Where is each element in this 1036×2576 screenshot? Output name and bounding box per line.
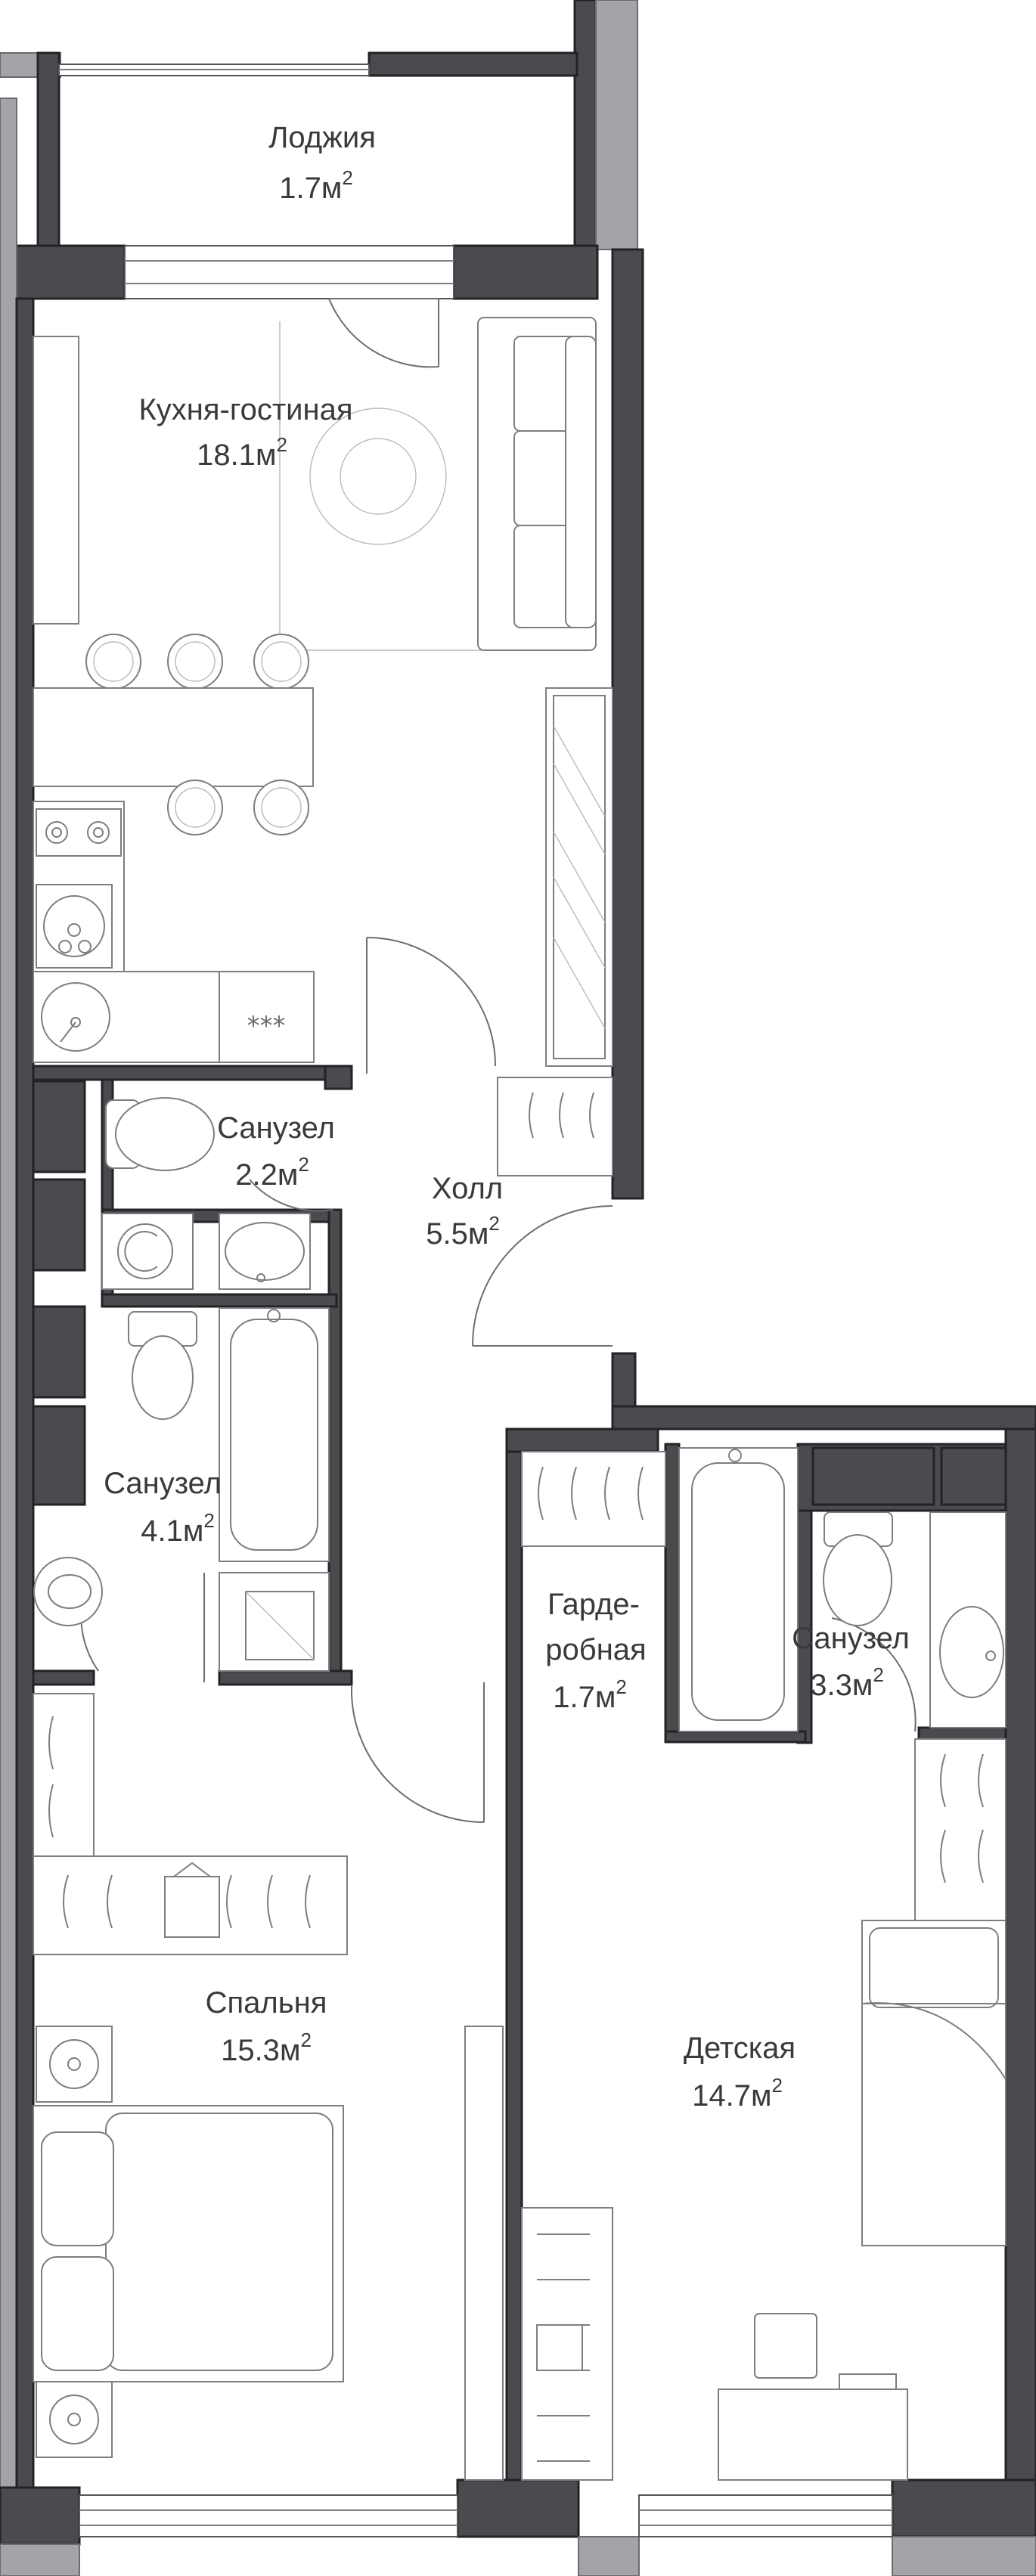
sink-icon <box>219 1213 311 1290</box>
doors <box>80 298 917 1823</box>
bathtub-icon <box>219 1307 330 1562</box>
bedroom-furniture <box>33 1693 348 2458</box>
chair-icon <box>167 780 309 835</box>
hall-label: Холл <box>432 1172 503 1205</box>
kids-label: Детская <box>684 2032 796 2065</box>
kids-area: 14.7м2 <box>692 2074 783 2113</box>
dining-table-icon <box>33 687 314 787</box>
wc-small-area: 2.2м2 <box>235 1153 309 1192</box>
nightstand-icon <box>36 2381 113 2458</box>
svg-text:***: *** <box>247 1011 286 1041</box>
loggia-area: 1.7м2 <box>279 166 353 205</box>
bathtub-icon <box>678 1447 799 1732</box>
wardrobe-area: 1.7м2 <box>553 1675 627 1714</box>
kitchen-living-area: 18.1м2 <box>197 433 287 472</box>
wardrobe-furniture <box>521 1451 666 1547</box>
hall-area: 5.5м2 <box>426 1212 500 1251</box>
wc-small-label: Санузел <box>217 1111 335 1145</box>
wardrobe-label-line2: робная <box>545 1633 646 1666</box>
chair-icon <box>754 2313 817 2379</box>
bath-kids-area: 3.3м2 <box>810 1663 884 1702</box>
wardrobe-label-line1: Гарде- <box>547 1588 640 1621</box>
kids-furniture <box>464 1738 1007 2481</box>
loggia-room: Лоджия 1.7м2 <box>268 121 376 205</box>
bath-kids-furniture <box>678 1446 1007 1732</box>
bath-main-label: Санузел <box>104 1467 222 1500</box>
wc-small-furniture <box>101 1097 311 1290</box>
bath-kids-label: Санузел <box>792 1622 910 1655</box>
bath-main-furniture <box>33 1307 330 1672</box>
kitchen-living-label: Кухня-гостиная <box>139 393 353 426</box>
sink-icon <box>33 1557 103 1626</box>
sink-icon <box>939 1606 1004 1698</box>
sink-icon <box>41 982 110 1052</box>
desk-icon <box>718 2388 908 2481</box>
bedroom-area: 15.3м2 <box>221 2029 312 2067</box>
windows <box>58 64 893 2537</box>
bedroom-label: Спальня <box>206 1986 327 2020</box>
cooktop-icon <box>219 971 315 1063</box>
nightstand-icon <box>36 2026 113 2103</box>
bath-main-area: 4.1м2 <box>141 1509 215 1548</box>
chair-icon <box>85 634 309 690</box>
loggia-label: Лоджия <box>268 121 376 154</box>
kitchen-furniture: *** <box>33 317 613 1176</box>
